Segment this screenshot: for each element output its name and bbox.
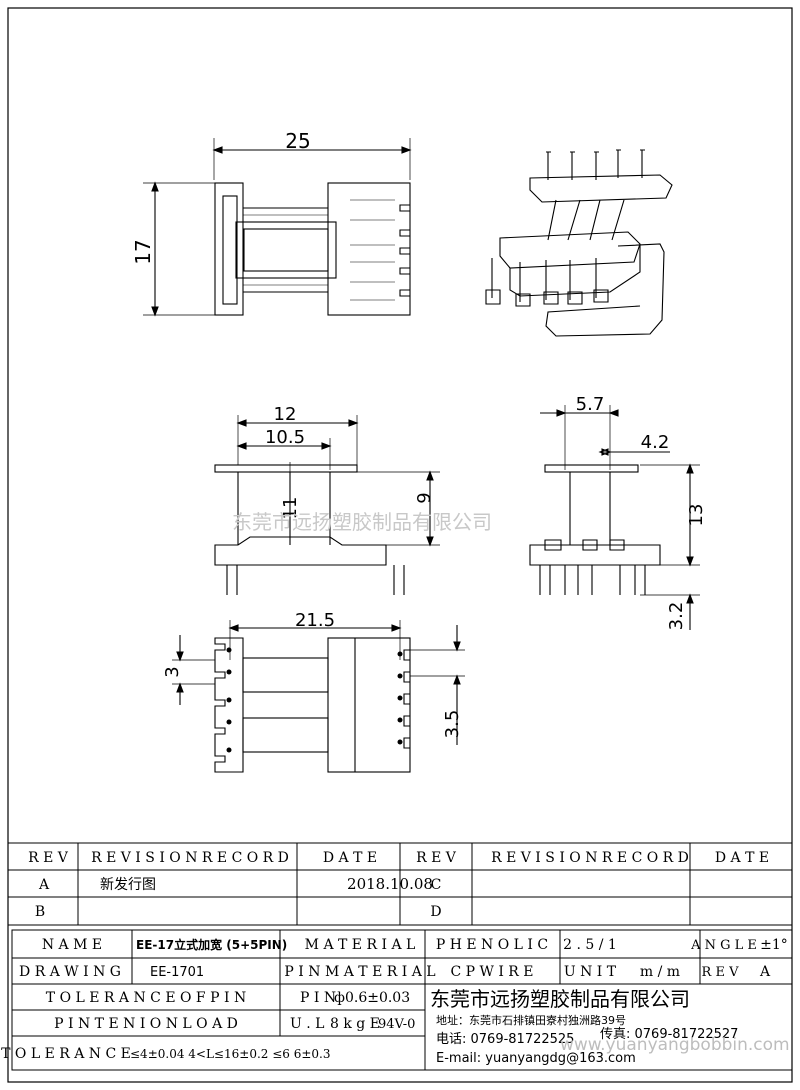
revision-record-header-left: R E V I S I O N R E C O R D — [91, 850, 289, 866]
rev-row-a: A — [38, 877, 50, 893]
ul-file: 94V-0 — [378, 1017, 415, 1032]
bottom-view-pin-holes — [226, 647, 403, 753]
revision-record-header-right: R E V I S I O N R E C O R D — [491, 850, 689, 866]
top-view — [143, 138, 412, 317]
dim-top-height: 17 — [131, 239, 155, 264]
pin-dia-label: P I N — [300, 990, 336, 1006]
rev-header-left: R E V — [28, 850, 69, 866]
ul-label: U . L — [290, 1016, 324, 1032]
company-address: 地址：东莞市石排镇田寮村独洲路39号 — [436, 1013, 626, 1027]
dim-front-outer: 12 — [274, 404, 297, 425]
pin-material-label: P I N M A T E R I A L — [284, 964, 435, 980]
ul-value: 8 k g E — [330, 1016, 380, 1032]
dim-front-inner-height: 11 — [280, 497, 301, 520]
material-value: P H E N O L I C — [436, 937, 548, 953]
rev-row-c: C — [431, 877, 442, 893]
dim-bottom-row: 3.5 — [442, 710, 463, 739]
dim-side-pin: 3.2 — [666, 602, 687, 631]
rev-value: A — [759, 964, 771, 980]
dim-side-height: 13 — [686, 504, 707, 527]
rev-header-right: R E V — [416, 850, 457, 866]
date-row-a: 2018.10.08 — [347, 875, 433, 893]
record-row-a: 新发行图 — [100, 877, 156, 893]
drawing-label: D R A W I N G — [19, 964, 121, 980]
date-header-left: D A T E — [323, 850, 377, 866]
company-phone: 电话: 0769-81722525 — [436, 1032, 574, 1047]
material-label: M A T E R I A L — [305, 937, 416, 953]
dim-side-width: 5.7 — [576, 394, 605, 415]
company-fax: 传真: 0769-81722527 — [600, 1027, 738, 1042]
outer-border — [7, 7, 793, 1083]
rev-row-d: D — [430, 904, 441, 920]
dim-bottom-pitch: 3 — [162, 666, 183, 677]
pin-dia-value: ф0.6±0.03 — [334, 990, 410, 1006]
company-website: www.yuanyangbobbin.com — [560, 1035, 790, 1055]
dim-front-inner: 10.5 — [265, 427, 305, 448]
drawing-value: EE-1701 — [150, 965, 204, 980]
dim-bottom-width: 21.5 — [295, 610, 335, 631]
name-label: N A M E — [42, 937, 102, 953]
front-view — [214, 415, 440, 595]
rev-row-b: B — [35, 904, 45, 920]
angle-value: ±1° — [760, 937, 788, 953]
dim-top-width: 25 — [285, 129, 310, 153]
angle-label: A N G L E — [690, 938, 757, 953]
title-block-grid — [11, 929, 793, 1071]
name-value: EE-17立式加宽 (5+5PIN) — [136, 937, 287, 952]
watermark: 东莞市远扬塑胶制品有限公司 — [232, 510, 492, 534]
tolerance-label: T O L E R A N C E — [1, 1046, 131, 1062]
isometric-view — [485, 149, 673, 337]
unit-value: m / m — [640, 964, 680, 980]
bottom-view — [172, 620, 465, 773]
scale-value: 2 . 5 / 1 — [563, 937, 617, 953]
tolerance-values: ≤4±0.04 4<L≤16±0.2 ≤6 6±0.3 — [130, 1047, 331, 1061]
company-email: E-mail: yuanyangdg@163.com — [436, 1051, 636, 1066]
dim-front-right-height: 9 — [414, 492, 435, 503]
side-view — [529, 405, 700, 630]
unit-label: U N I T — [564, 964, 617, 980]
pin-tension-label: P I N T E N I O N L O A D — [54, 1016, 238, 1032]
date-header-right: D A T E — [715, 850, 769, 866]
company-name: 东莞市远扬塑胶制品有限公司 — [430, 987, 690, 1011]
dim-side-inner: 4.2 — [641, 432, 670, 453]
revision-table-grid — [7, 842, 793, 926]
rev-label: R E V — [702, 965, 740, 980]
pin-material-value: C P W I R E — [450, 964, 533, 980]
tolerance-pin-label: T O L E R A N C E O F P I N — [46, 990, 246, 1006]
